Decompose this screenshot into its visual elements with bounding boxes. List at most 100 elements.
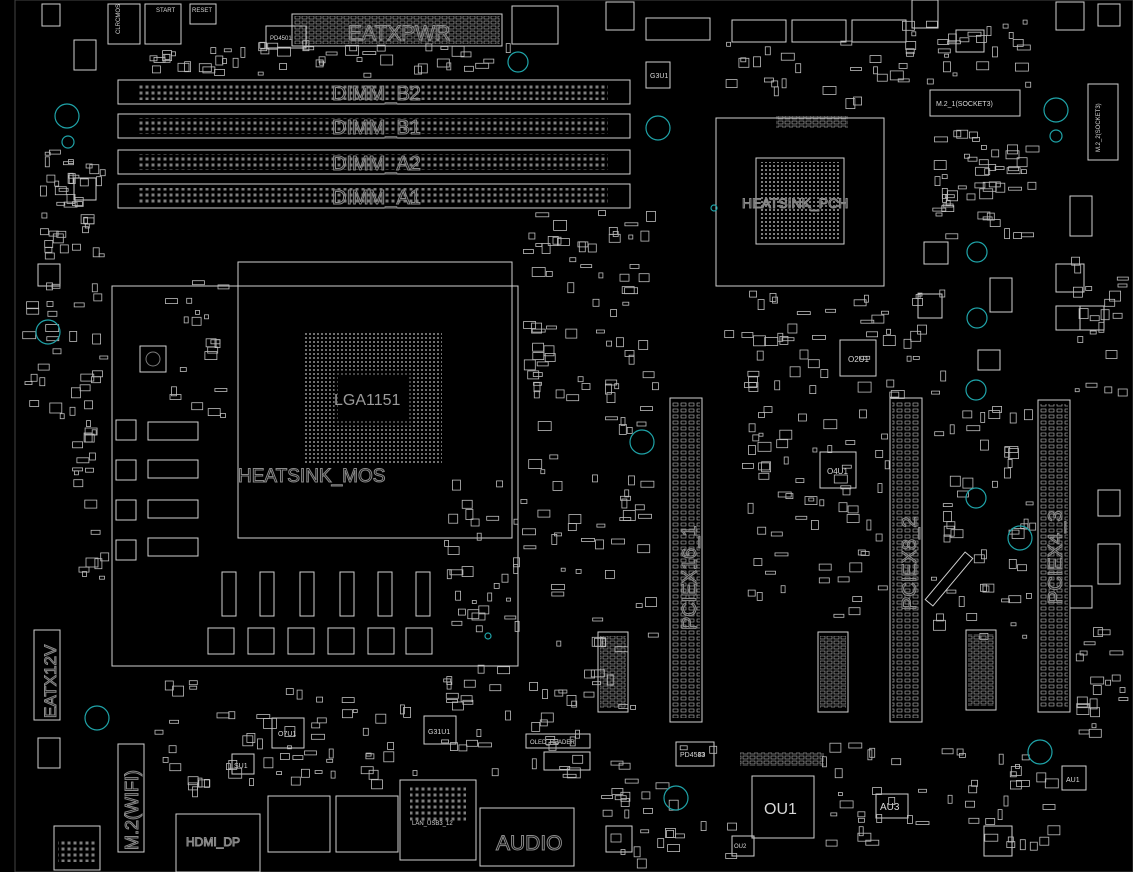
smd-component <box>776 439 789 449</box>
smd-component <box>169 763 182 772</box>
pciex16-1-label: PCIEX16_1 <box>679 525 701 630</box>
smd-component <box>918 788 927 793</box>
smd-component <box>207 346 219 354</box>
smd-component <box>982 583 995 593</box>
m2-connectors: M.2_1(SOCKET3) M.2_2(SOCKET3) M.2(WIFI) <box>117 83 1119 853</box>
smd-component <box>641 791 651 800</box>
pd4501-label: PD4501 <box>270 36 292 42</box>
top-edge-components: START RESET CLRCMOS PD4501 <box>41 0 1121 49</box>
smd-component <box>845 440 856 445</box>
smd-component <box>493 583 500 589</box>
smd-component <box>1097 629 1111 636</box>
smd-component <box>966 425 981 432</box>
smd-component <box>513 518 519 525</box>
smd-component <box>796 311 811 316</box>
smd-component <box>935 212 943 217</box>
smd-component <box>840 485 852 490</box>
smd-component <box>981 144 987 150</box>
smd-component <box>1010 622 1017 627</box>
smd-component <box>763 406 773 414</box>
dimm-slots: DIMM_B2 DIMM_B1 DIMM_A2 DIMM_A1 <box>117 79 631 210</box>
smd-component <box>837 576 850 583</box>
smd-component <box>886 379 895 388</box>
smd-component <box>912 355 920 360</box>
smd-component <box>1016 157 1028 168</box>
smd-component <box>890 390 905 399</box>
ou1-label: OU1 <box>764 801 797 818</box>
smd-component <box>867 749 873 761</box>
smd-component <box>865 839 880 846</box>
smd-component <box>1006 167 1021 175</box>
smd-component <box>82 571 87 577</box>
smd-component <box>92 247 100 258</box>
mounting-hole <box>1007 525 1033 551</box>
smd-component <box>533 381 542 386</box>
smd-component <box>979 633 989 640</box>
smd-component <box>446 699 459 703</box>
smd-component <box>46 301 54 307</box>
smd-component <box>634 504 645 511</box>
smd-component <box>352 709 358 713</box>
smd-component <box>1009 771 1017 778</box>
smd-component <box>569 736 576 747</box>
smd-component <box>451 701 464 711</box>
smd-component <box>1074 263 1082 274</box>
smd-component <box>440 46 449 50</box>
smd-component <box>191 316 202 326</box>
smd-component <box>811 520 819 530</box>
smd-component <box>1074 388 1080 393</box>
smd-component <box>598 272 604 279</box>
smd-component <box>757 299 765 311</box>
bottom-right: PD4533 OU1 OU2 AU3 AU1 <box>605 741 1087 857</box>
smd-component <box>848 742 863 749</box>
smd-component <box>875 533 883 542</box>
smd-component <box>169 394 182 400</box>
mounting-hole <box>629 429 655 455</box>
smd-component <box>547 235 559 246</box>
smd-component <box>85 163 93 169</box>
smd-component <box>822 86 837 95</box>
smd-component <box>365 753 375 760</box>
smd-component <box>780 585 786 594</box>
smd-component <box>417 63 428 74</box>
smd-component <box>553 219 567 231</box>
smd-component <box>258 42 268 52</box>
smd-component <box>777 491 792 498</box>
smd-component <box>933 160 947 171</box>
smd-component <box>45 324 60 333</box>
smd-component <box>79 178 89 187</box>
smd-component <box>532 352 545 361</box>
smd-component <box>753 558 763 566</box>
smd-component <box>761 461 771 473</box>
smd-component <box>1025 501 1034 506</box>
smd-component <box>279 753 290 760</box>
pcie-slots: PCIEX16_1 PCIEX8_2 PCIEX4_3 <box>669 397 1071 723</box>
smd-component <box>636 858 647 869</box>
smd-component <box>39 377 46 387</box>
smd-component <box>957 185 967 190</box>
smd-component <box>1024 409 1033 421</box>
smd-component <box>592 681 601 686</box>
smd-component <box>171 386 177 397</box>
smd-component <box>545 270 553 277</box>
smd-component <box>667 844 680 852</box>
smd-component <box>620 417 626 426</box>
smd-component <box>186 297 193 304</box>
smd-component <box>153 57 166 63</box>
smd-component <box>757 526 767 535</box>
smd-component <box>189 685 198 690</box>
smd-component <box>783 456 789 465</box>
smd-component <box>638 340 649 350</box>
smd-component <box>537 509 551 518</box>
smd-component <box>93 293 103 302</box>
smd-component <box>571 700 578 708</box>
smd-component <box>448 513 459 524</box>
smd-component <box>946 589 957 594</box>
smd-component <box>551 584 565 590</box>
smd-component <box>220 413 226 418</box>
smd-component <box>210 339 221 345</box>
smd-component <box>818 563 832 571</box>
smd-component <box>842 487 851 496</box>
smd-component <box>192 786 198 798</box>
smd-component <box>85 467 94 473</box>
